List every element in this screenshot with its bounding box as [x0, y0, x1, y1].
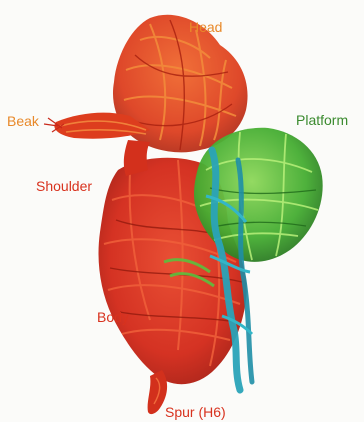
label-spur: Spur (H6) [165, 404, 226, 420]
label-beak: Beak [7, 113, 39, 129]
label-body: Body [97, 309, 129, 325]
label-platform: Platform [296, 112, 348, 128]
label-head: Head [189, 19, 222, 35]
label-shoulder: Shoulder [36, 178, 92, 194]
